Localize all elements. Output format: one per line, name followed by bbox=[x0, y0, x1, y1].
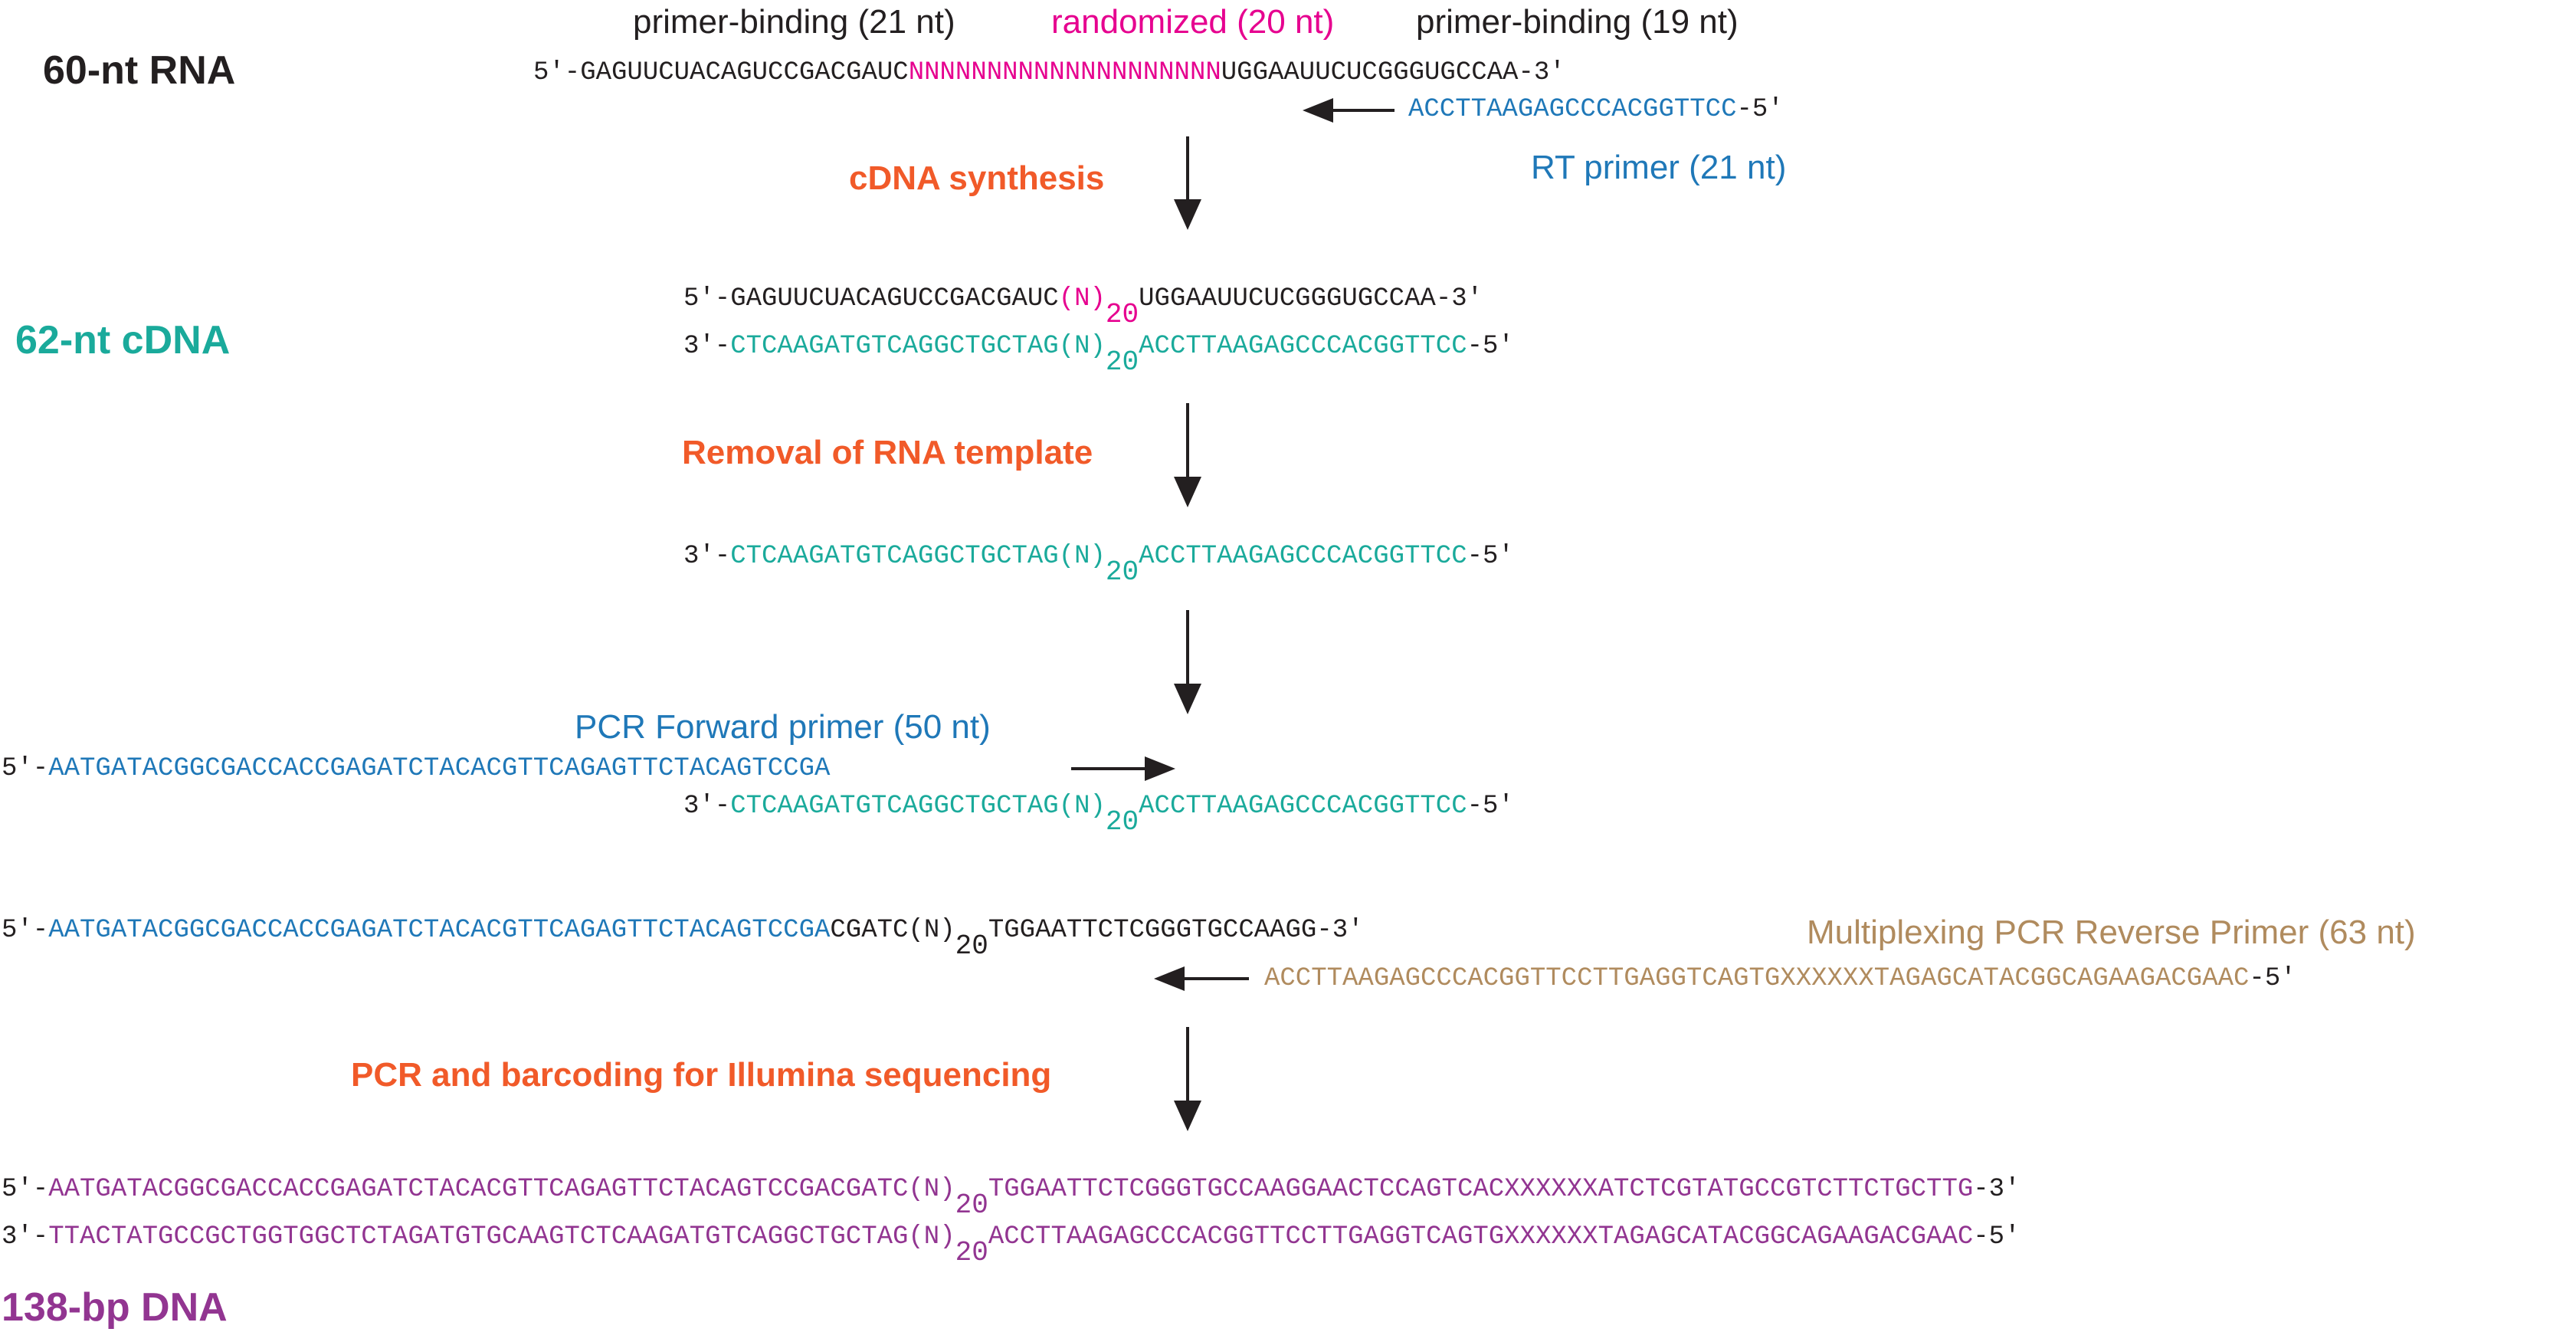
single-prefix: 3'- bbox=[683, 542, 731, 571]
rna-seq-prefix: 5'- bbox=[533, 58, 581, 87]
final-dna-label: 138-bp DNA bbox=[2, 1285, 228, 1330]
rt-primer-seq: ACCTTAAGAGCCCACGGTTCC bbox=[1408, 95, 1737, 124]
final-top-suffix: -3' bbox=[1973, 1175, 2020, 1204]
pcr-fwd-seq: AATGATACGGCGACCACCGAGATCTACACGTTCAGAGTTC… bbox=[48, 754, 831, 783]
pcr-rev-sub: 20 bbox=[955, 930, 988, 962]
step-pcr-barcoding: PCR and barcoding for Illumina sequencin… bbox=[351, 1056, 1052, 1094]
rna-seq-left: GAGUUCUACAGUCCGACGAUC bbox=[580, 58, 909, 87]
pcr-rev-suffix: -3' bbox=[1316, 916, 1364, 945]
pcr-rev-n: (N) bbox=[908, 916, 955, 945]
pcr-forward-primer-label: PCR Forward primer (50 nt) bbox=[575, 708, 991, 746]
cdna-bot-n: (N) bbox=[1058, 332, 1106, 361]
down-arrow-3-head bbox=[1174, 684, 1201, 714]
pcr-tmpl-left: CTCAAGATGTCAGGCTGCTAG bbox=[730, 792, 1059, 821]
final-bot-prefix: 3'- bbox=[2, 1222, 49, 1252]
final-dna-top-strand: 5'-AATGATACGGCGACCACCGAGATCTACACGTTCAGAG… bbox=[2, 1173, 2020, 1221]
pcr-tmpl-n: (N) bbox=[1058, 792, 1106, 821]
single-strand: 3'-CTCAAGATGTCAGGCTGCTAG(N)20ACCTTAAGAGC… bbox=[683, 540, 1514, 588]
final-top-left: AATGATACGGCGACCACCGAGATCTACACGTTCAGAGTTC… bbox=[48, 1175, 909, 1204]
pcr-forward-primer-seq: 5'-AATGATACGGCGACCACCGAGATCTACACGTTCAGAG… bbox=[2, 754, 830, 783]
pcr-tmpl-right: ACCTTAAGAGCCCACGGTTCC bbox=[1139, 792, 1467, 821]
pcr-rev-seq-blue: AATGATACGGCGACCACCGAGATCTACACGTTCAGAGTTC… bbox=[48, 916, 831, 945]
cdna-bottom-strand: 3'-CTCAAGATGTCAGGCTGCTAG(N)20ACCTTAAGAGC… bbox=[683, 330, 1514, 378]
down-arrow-1-head bbox=[1174, 199, 1201, 230]
rna-region-mid-label: randomized (20 nt) bbox=[1051, 3, 1335, 41]
rev-primer-arrow-head bbox=[1154, 966, 1185, 991]
cdna-top-prefix: 5'- bbox=[683, 284, 731, 313]
final-dna-bottom-strand: 3'-TTACTATGCCGCTGGTGGCTCTAGATGTGCAAGTCTC… bbox=[2, 1220, 2020, 1268]
step-removal-rna: Removal of RNA template bbox=[682, 434, 1093, 471]
final-top-n: (N) bbox=[908, 1175, 955, 1204]
pcr-rev-prefix: 5'- bbox=[2, 916, 49, 945]
pcr-rev-seq-black: CGATC bbox=[830, 916, 909, 945]
rna-label: 60-nt RNA bbox=[43, 48, 236, 93]
cdna-top-n: (N) bbox=[1058, 284, 1106, 313]
down-arrow-2-head bbox=[1174, 477, 1201, 507]
final-top-sub: 20 bbox=[955, 1189, 988, 1221]
cdna-top-left: GAGUUCUACAGUCCGACGAUC bbox=[730, 284, 1059, 313]
pcr-tmpl-suffix: -5' bbox=[1467, 792, 1514, 821]
down-arrow-4-head bbox=[1174, 1101, 1201, 1131]
cdna-label: 62-nt cDNA bbox=[15, 318, 231, 363]
single-suffix: -5' bbox=[1467, 542, 1514, 571]
final-bot-suffix: -5' bbox=[1973, 1222, 2020, 1252]
rev-primer-seq: ACCTTAAGAGCCCACGGTTCCTTGAGGTCAGTGXXXXXXT… bbox=[1264, 964, 2250, 993]
cdna-top-sub: 20 bbox=[1105, 299, 1139, 330]
final-bot-right: ACCTTAAGAGCCCACGGTTCCTTGAGGTCAGTGXXXXXXT… bbox=[988, 1222, 1974, 1252]
single-n: (N) bbox=[1058, 542, 1106, 571]
pcr-rev-seq-right: TGGAATTCTCGGGTGCCAAGG bbox=[988, 916, 1317, 945]
rna-seq-right: UGGAAUUCUCGGGUGCCAA bbox=[1221, 58, 1519, 87]
single-right: ACCTTAAGAGCCCACGGTTCC bbox=[1139, 542, 1467, 571]
cdna-top-right: UGGAAUUCUCGGGUGCCAA bbox=[1139, 284, 1436, 313]
pcr-tmpl-sub: 20 bbox=[1105, 806, 1139, 838]
fwd-primer-arrow-head bbox=[1145, 756, 1175, 781]
rt-primer-label: RT primer (21 nt) bbox=[1531, 149, 1787, 186]
rna-region-right-label: primer-binding (19 nt) bbox=[1416, 3, 1739, 41]
pcr-fwd-prefix: 5'- bbox=[2, 754, 49, 783]
rt-primer-sequence: ACCTTAAGAGCCCACGGTTCC-5' bbox=[1408, 95, 1784, 124]
pcr-product-top: 5'-AATGATACGGCGACCACCGAGATCTACACGTTCAGAG… bbox=[2, 914, 1364, 962]
cdna-bot-suffix: -5' bbox=[1467, 332, 1514, 361]
step-cdna-synthesis: cDNA synthesis bbox=[849, 159, 1105, 197]
pcr-forward-template: 3'-CTCAAGATGTCAGGCTGCTAG(N)20ACCTTAAGAGC… bbox=[683, 789, 1514, 838]
rna-seq-suffix: -3' bbox=[1518, 58, 1565, 87]
cdna-bot-prefix: 3'- bbox=[683, 332, 731, 361]
rt-primer-arrow-head bbox=[1303, 98, 1333, 123]
rev-primer-suffix: -5' bbox=[2249, 964, 2296, 993]
final-bot-left: TTACTATGCCGCTGGTGGCTCTAGATGTGCAAGTCTCAAG… bbox=[48, 1222, 909, 1252]
cdna-bot-left: CTCAAGATGTCAGGCTGCTAG bbox=[730, 332, 1059, 361]
final-bot-n: (N) bbox=[908, 1222, 955, 1252]
single-left: CTCAAGATGTCAGGCTGCTAG bbox=[730, 542, 1059, 571]
rt-primer-suffix: -5' bbox=[1736, 95, 1784, 124]
final-top-prefix: 5'- bbox=[2, 1175, 49, 1204]
cdna-bot-sub: 20 bbox=[1105, 346, 1139, 378]
pcr-tmpl-prefix: 3'- bbox=[683, 792, 731, 821]
cdna-bot-right: ACCTTAAGAGCCCACGGTTCC bbox=[1139, 332, 1467, 361]
multiplexing-reverse-primer-label: Multiplexing PCR Reverse Primer (63 nt) bbox=[1807, 914, 2416, 951]
final-top-right: TGGAATTCTCGGGTGCCAAGGAACTCCAGTCACXXXXXXA… bbox=[988, 1175, 1974, 1204]
cdna-top-suffix: -3' bbox=[1435, 284, 1483, 313]
rna-region-left-label: primer-binding (21 nt) bbox=[633, 3, 955, 41]
multiplexing-reverse-primer-seq: ACCTTAAGAGCCCACGGTTCCTTGAGGTCAGTGXXXXXXT… bbox=[1264, 964, 2296, 993]
cdna-top-strand: 5'-GAGUUCUACAGUCCGACGAUC(N)20UGGAAUUCUCG… bbox=[683, 282, 1483, 330]
rna-sequence: 5'-GAGUUCUACAGUCCGACGAUCNNNNNNNNNNNNNNNN… bbox=[533, 58, 1565, 87]
final-bot-sub: 20 bbox=[955, 1237, 988, 1268]
single-sub: 20 bbox=[1105, 556, 1139, 588]
rna-seq-random: NNNNNNNNNNNNNNNNNNNN bbox=[908, 58, 1221, 87]
